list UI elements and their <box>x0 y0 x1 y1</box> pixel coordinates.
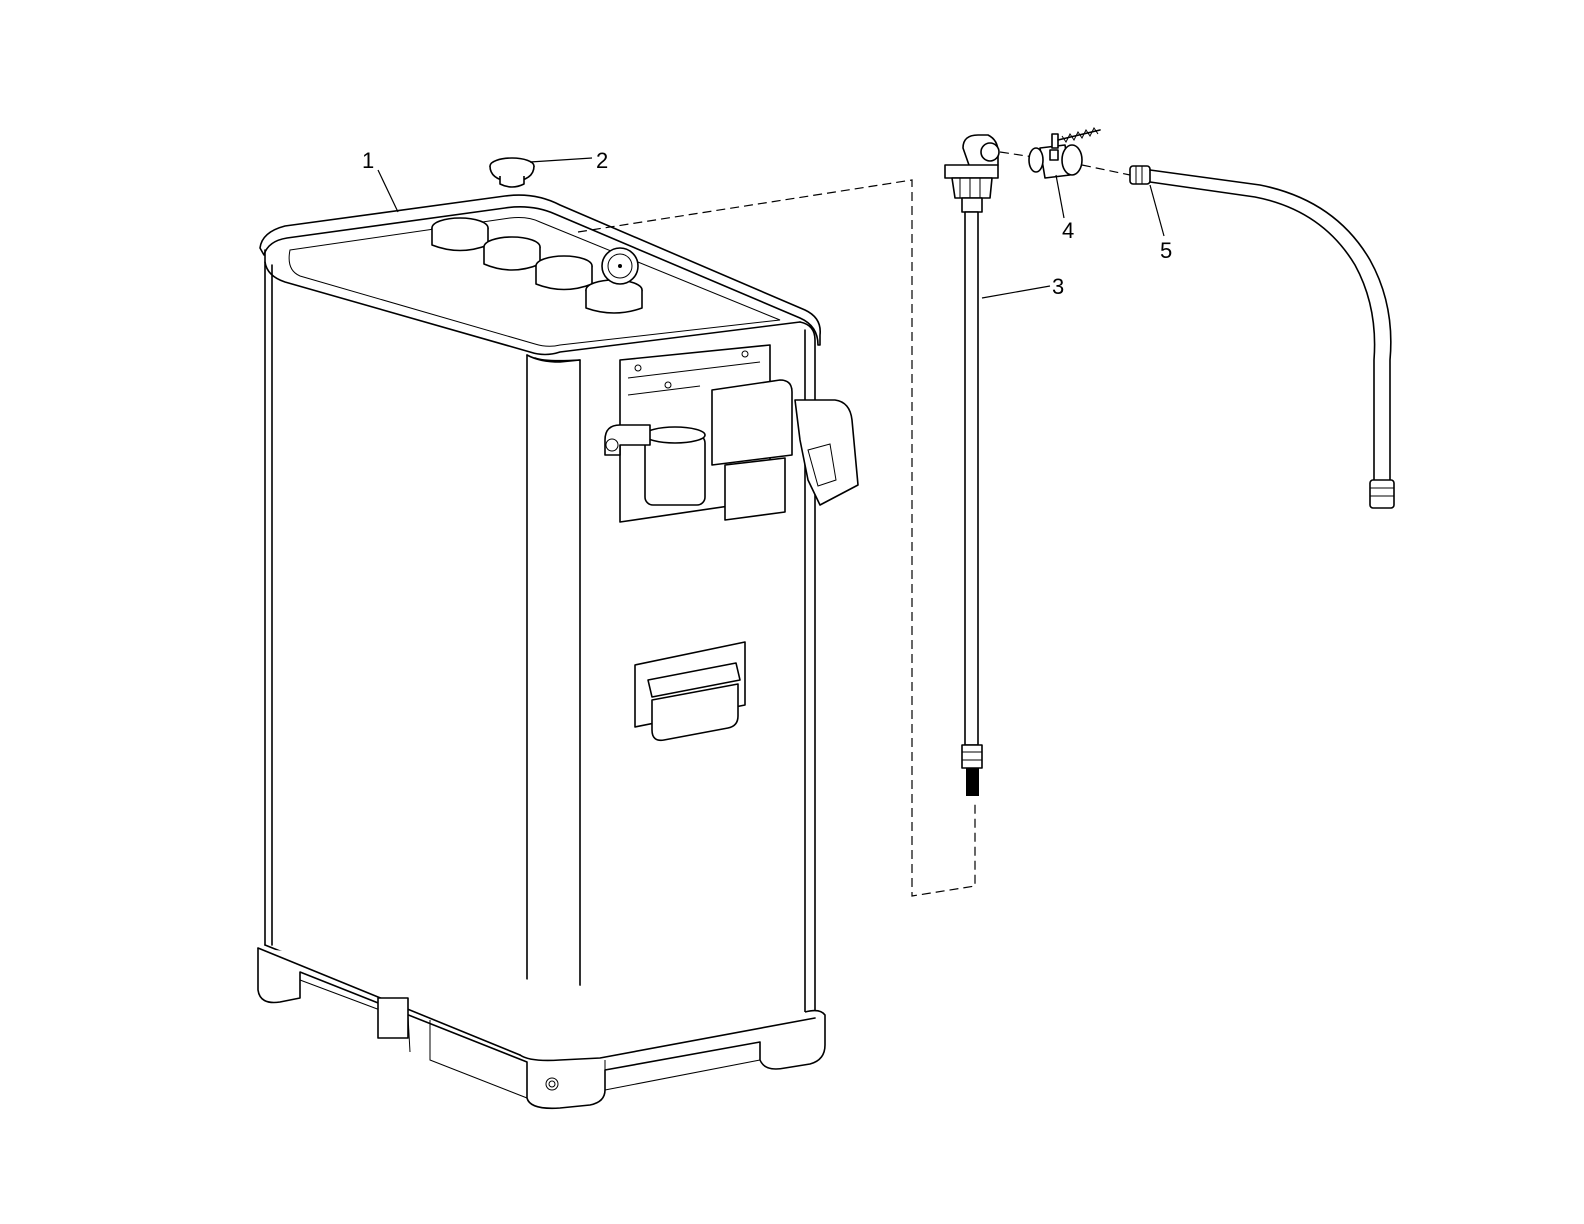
callout-2-label: 2 <box>596 148 608 173</box>
callout-4-label: 4 <box>1062 218 1074 243</box>
callout-3-label: 3 <box>1052 274 1064 299</box>
connection-dashed-line <box>577 179 976 897</box>
cap-part <box>489 157 535 188</box>
pump-assembly <box>604 344 859 523</box>
callout-2-leader <box>529 157 593 163</box>
suction-tube <box>944 134 1000 796</box>
tank-base <box>257 947 826 1110</box>
top-ports <box>431 217 643 314</box>
tank-handle <box>634 641 746 742</box>
ball-valve <box>1028 127 1101 179</box>
hose <box>1129 165 1395 509</box>
callout-1-label: 1 <box>362 148 374 173</box>
callout-1-leader <box>377 169 399 213</box>
callout-3-leader <box>981 285 1051 299</box>
callout-5-leader <box>1149 184 1165 237</box>
tank <box>259 194 822 1056</box>
callout-4-leader <box>1055 174 1065 219</box>
callout-5-label: 5 <box>1160 238 1172 263</box>
callouts: 1 2 3 4 5 <box>362 148 1172 299</box>
